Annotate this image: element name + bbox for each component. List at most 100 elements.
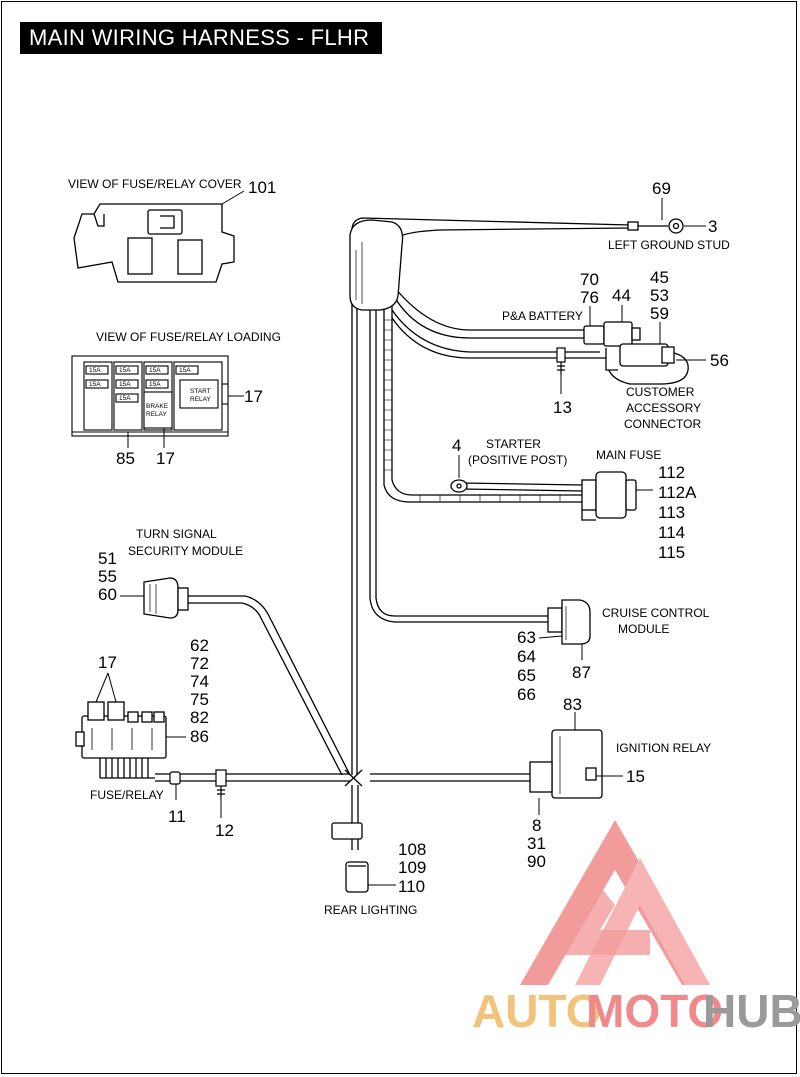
watermark-moto: MOTO	[586, 985, 723, 1037]
callout-113: 113	[658, 503, 685, 522]
brake-relay-label: BRAKE	[146, 403, 169, 410]
callout-114: 114	[658, 523, 685, 542]
svg-text:RELAY: RELAY	[190, 396, 211, 403]
callout-75: 75	[190, 690, 209, 709]
callout-8: 8	[532, 816, 541, 835]
leader-lines	[95, 190, 706, 886]
ground-stud-terminal	[627, 218, 684, 234]
callout-53: 53	[650, 286, 669, 305]
callout-63: 63	[517, 628, 536, 647]
callout-110: 110	[398, 877, 425, 896]
svg-text:(POSITIVE POST): (POSITIVE POST)	[468, 453, 567, 467]
ignition-relay-label: IGNITION RELAY	[616, 741, 711, 755]
starter-terminal	[450, 479, 468, 493]
callout-90: 90	[527, 852, 546, 871]
pa-battery-label: P&A BATTERY	[502, 309, 583, 323]
starter-label: STARTER	[486, 437, 541, 451]
svg-text:15A: 15A	[149, 367, 161, 374]
svg-text:15A: 15A	[179, 367, 191, 374]
start-relay-label: START	[190, 388, 211, 395]
callout-72: 72	[190, 654, 209, 673]
callout-12: 12	[215, 821, 234, 840]
svg-text:CONNECTOR: CONNECTOR	[624, 417, 701, 431]
callout-112a: 112A	[658, 483, 697, 502]
fuse-cover-view-label: VIEW OF FUSE/RELAY COVER	[68, 177, 242, 191]
fuse-relay-label: FUSE/RELAY	[90, 788, 164, 802]
callout-83: 83	[563, 695, 582, 714]
callout-13: 13	[553, 398, 572, 417]
svg-text:15A: 15A	[149, 381, 161, 388]
callout-62: 62	[190, 636, 209, 655]
fuse-relay-block	[75, 701, 167, 759]
callout-85: 85	[116, 449, 135, 468]
svg-text:15A: 15A	[119, 395, 131, 402]
left-ground-stud-label: LEFT GROUND STUD	[608, 238, 730, 252]
main-fuse-holder	[581, 471, 637, 521]
pa-battery-connector	[583, 321, 675, 371]
callout-59: 59	[650, 304, 669, 323]
corrugated-tube	[384, 319, 561, 502]
harness-boot	[349, 219, 404, 311]
callout-101: 101	[248, 178, 276, 197]
callout-115: 115	[658, 543, 685, 562]
callout-108: 108	[398, 840, 426, 859]
svg-text:15A: 15A	[89, 381, 101, 388]
component-labels: VIEW OF FUSE/RELAY COVER VIEW OF FUSE/RE…	[68, 177, 730, 917]
ignition-relay-box	[529, 729, 603, 799]
main-fuse-label: MAIN FUSE	[596, 448, 661, 462]
harness-wires	[99, 217, 689, 850]
cable-tie-13	[556, 347, 566, 374]
junction-marks	[344, 769, 363, 787]
clip-11	[169, 771, 181, 785]
turn-signal-label: TURN SIGNAL	[136, 527, 217, 541]
callout-74: 74	[190, 672, 209, 691]
fuse-loading-text: 15A 15A 15A 15A 15A 15A 15A 15A BRAKE RE…	[89, 367, 211, 418]
svg-text:ACCESSORY: ACCESSORY	[626, 401, 701, 415]
callout-60: 60	[98, 585, 117, 604]
callout-51: 51	[98, 549, 117, 568]
callout-76: 76	[580, 288, 599, 307]
callout-17-brake-relay: 17	[156, 449, 175, 468]
callout-4: 4	[452, 436, 461, 455]
page-title: MAIN WIRING HARNESS - FLHR	[20, 22, 382, 54]
svg-text:SECURITY MODULE: SECURITY MODULE	[128, 544, 243, 558]
svg-text:15A: 15A	[89, 367, 101, 374]
callout-109: 109	[398, 858, 426, 877]
callout-65: 65	[517, 666, 536, 685]
callout-64: 64	[517, 647, 536, 666]
callout-17-fuse-relay: 17	[98, 653, 117, 672]
callout-11: 11	[168, 807, 186, 826]
callout-82: 82	[190, 708, 209, 727]
callout-70: 70	[580, 270, 599, 289]
callout-56: 56	[710, 351, 729, 370]
callout-3: 3	[708, 217, 717, 236]
svg-text:15A: 15A	[119, 367, 131, 374]
rear-lighting-connector	[331, 822, 369, 893]
push-pin-12	[215, 769, 227, 798]
watermark-hub: HUB	[703, 985, 800, 1037]
turn-signal-connector	[143, 577, 189, 619]
svg-text:RELAY: RELAY	[146, 411, 167, 418]
callout-112: 112	[658, 463, 685, 482]
callout-numbers: 101 69 3 70 76 44 45 53 59 56 13 17 85 1…	[98, 178, 729, 896]
callout-44: 44	[612, 286, 631, 305]
callout-55: 55	[98, 567, 117, 586]
callout-87: 87	[572, 663, 591, 682]
watermark-auto: AUTO	[472, 985, 602, 1037]
cruise-control-connector	[547, 599, 591, 645]
cruise-control-label: CRUISE CONTROL	[602, 606, 710, 620]
callout-31: 31	[527, 834, 546, 853]
callout-86: 86	[190, 727, 209, 746]
svg-text:MODULE: MODULE	[618, 622, 669, 636]
watermark-logo	[520, 820, 710, 985]
callout-17-start-relay: 17	[244, 387, 263, 406]
callout-45: 45	[650, 268, 669, 287]
fuse-loading-view-label: VIEW OF FUSE/RELAY LOADING	[96, 330, 281, 344]
callout-15: 15	[626, 767, 645, 786]
fuse-relay-loading-drawing	[71, 355, 229, 437]
fuse-relay-cover-drawing	[73, 203, 235, 283]
rear-lighting-label: REAR LIGHTING	[324, 903, 417, 917]
customer-accessory-label: CUSTOMER	[626, 385, 695, 399]
